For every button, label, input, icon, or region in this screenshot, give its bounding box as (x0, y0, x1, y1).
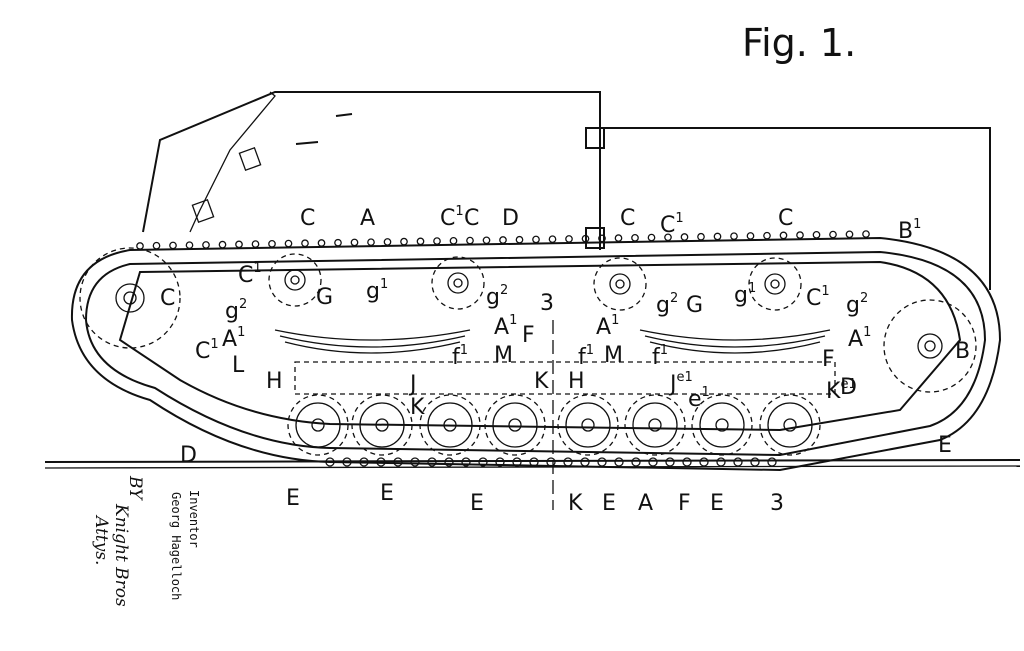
ref-label: A1 (848, 325, 871, 352)
ref-label: E (470, 491, 484, 516)
ref-label: D (502, 206, 519, 231)
ref-label: J (408, 372, 417, 397)
ref-label: H (568, 369, 585, 394)
ref-label: g2 (846, 291, 868, 318)
ref-label: C (300, 206, 315, 231)
ref-label: M (604, 343, 623, 368)
upper-rollers (268, 253, 802, 311)
ref-label: E (286, 486, 300, 511)
ref-label: g2 (656, 291, 678, 318)
ref-label: D (180, 443, 197, 468)
ref-label: E (710, 491, 724, 516)
ref-label: g1 (734, 281, 756, 308)
attorney-signature: Knight Bros (111, 503, 131, 607)
road-wheels (287, 394, 821, 456)
ref-label: C (160, 286, 175, 311)
ref-label: A (360, 206, 375, 231)
ground-line (44, 459, 1021, 469)
ref-label: C1 (806, 284, 830, 311)
sprocket-wheels (79, 247, 977, 393)
attorney-block: BY Knight Bros Attys. (91, 475, 145, 607)
ref-label: B1 (898, 217, 921, 244)
ref-label: E (380, 481, 394, 506)
figure-title: Fig. 1. (742, 21, 856, 65)
ref-label: K (410, 395, 425, 420)
ref-label: C (464, 206, 479, 231)
ref-label: E (602, 491, 616, 516)
ref-label: f1 (652, 343, 668, 370)
ref-label: C1 (440, 204, 464, 231)
ref-label: D (840, 375, 857, 400)
ref-label: C1 (660, 211, 684, 238)
ref-label: A1 (596, 313, 619, 340)
ref-label: L (232, 353, 245, 378)
ref-label: e1 (688, 385, 710, 412)
ref-label: H (266, 369, 283, 394)
ref-label: K (568, 491, 583, 516)
ref-label: G (316, 285, 333, 310)
ref-label: A1 (222, 325, 245, 352)
ref-label: 3 (770, 491, 784, 516)
ref-label: g1 (366, 277, 388, 304)
ref-label: C (778, 206, 793, 231)
ref-label: F (522, 323, 535, 348)
leaf-springs (274, 329, 831, 354)
ref-label: A (638, 491, 653, 516)
ref-label: C1 (238, 261, 262, 288)
ref-label: g2 (486, 283, 508, 310)
ref-label: f1 (578, 343, 594, 370)
ref-label: E (938, 433, 952, 458)
ref-label: C (620, 206, 635, 231)
ref-label: f1 (452, 343, 468, 370)
attorney-by: BY (125, 475, 145, 501)
vehicle-hull (142, 91, 991, 290)
ref-label: M (494, 343, 513, 368)
frame-f (294, 361, 836, 395)
ref-label: g2 (225, 297, 247, 324)
ref-label: G (686, 293, 703, 318)
ref-label: C1 (195, 337, 219, 364)
ref-label: K (534, 369, 549, 394)
inventor-name-block: Georg Hagelloch (169, 492, 183, 600)
frame (118, 260, 962, 432)
inventor-name: Georg Hagelloch (169, 492, 183, 600)
ref-label: A1 (494, 313, 517, 340)
inventor-heading: Inventor (187, 490, 201, 548)
ref-label: 3 (540, 291, 554, 316)
ref-label: F (678, 491, 691, 516)
inventor-block: Inventor (187, 490, 201, 548)
ref-label: F (822, 347, 835, 372)
ref-label: B (955, 339, 970, 364)
attorney-role: Attys. (91, 514, 111, 565)
